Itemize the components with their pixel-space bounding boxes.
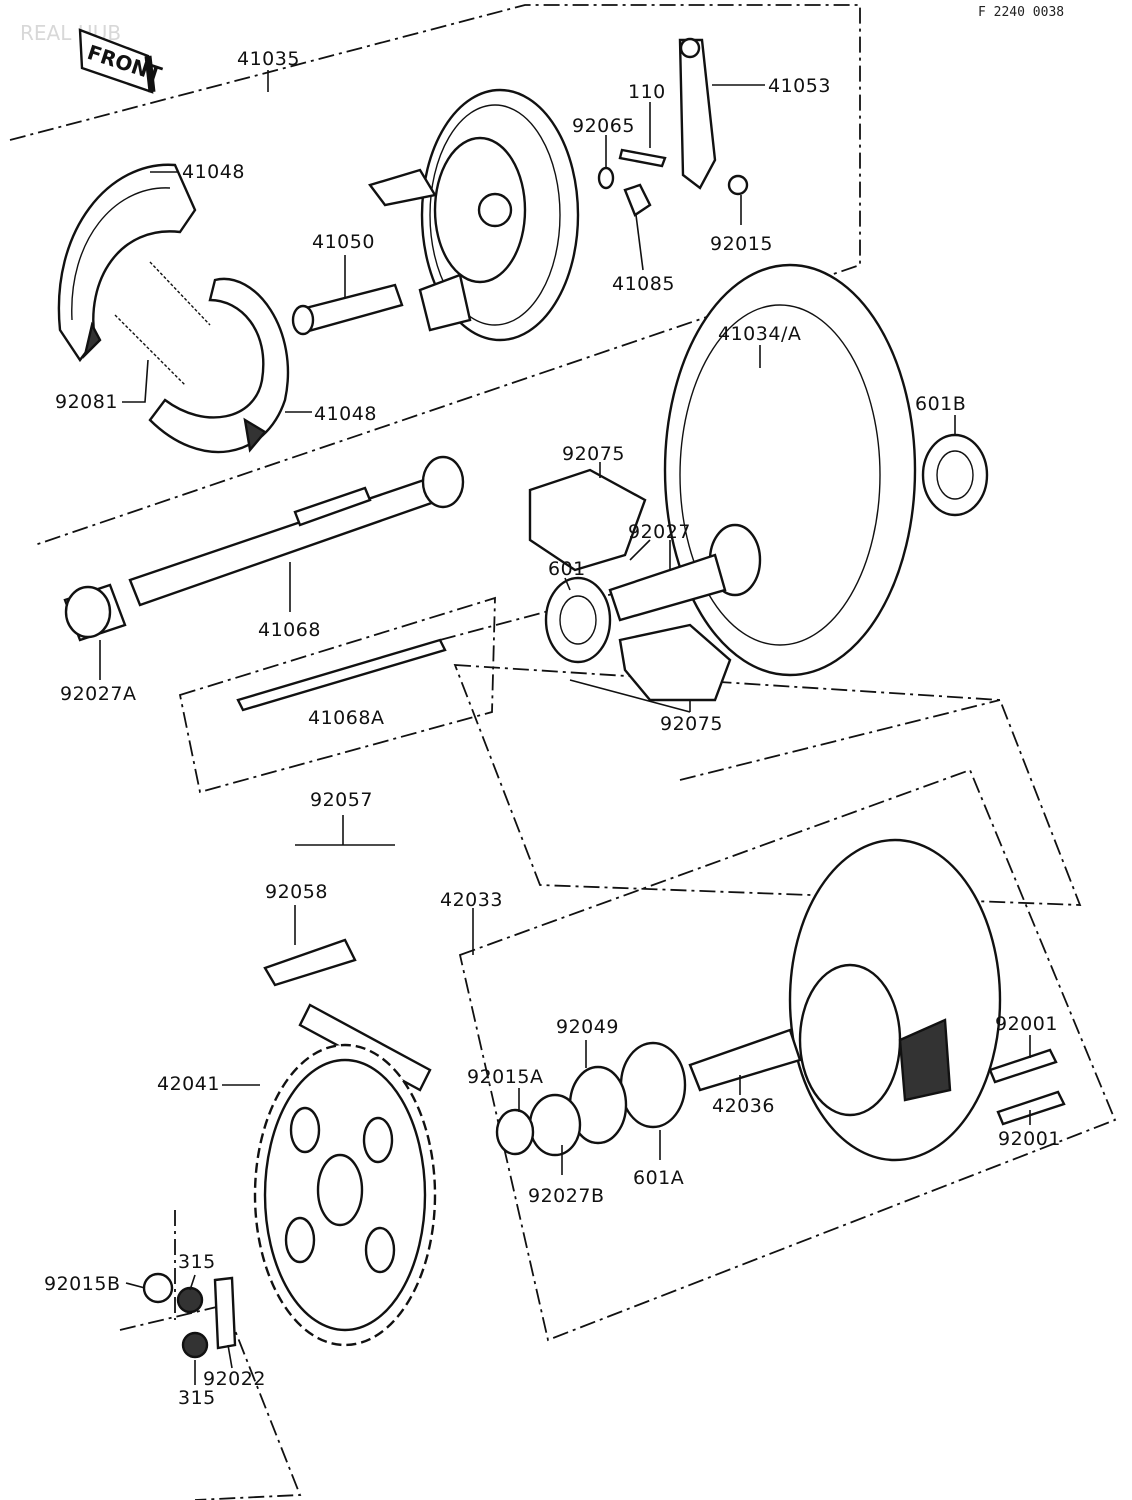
- rear-sprocket: [253, 1043, 437, 1347]
- nut-group-boundary: [119, 1303, 302, 1500]
- brake-springs: [114, 261, 211, 386]
- label-42041: 42041: [157, 1073, 220, 1095]
- coupling-bolts: [988, 1048, 1066, 1126]
- label-92058: 92058: [265, 881, 328, 903]
- label-92075-bottom: 92075: [660, 713, 723, 735]
- label-92015b: 92015B: [44, 1273, 120, 1295]
- brake-shoe-upper: [57, 163, 197, 363]
- label-41034-a: 41034/A: [718, 323, 801, 345]
- brake-lever: [678, 37, 717, 190]
- label-92075-top: 92075: [562, 443, 625, 465]
- hub-bearing-right: [921, 433, 989, 517]
- brake-panel-boundary: [9, 4, 861, 546]
- label-41048-bottom: 41048: [314, 403, 377, 425]
- coupling-bearings: [495, 1041, 687, 1157]
- drawing-code: F 2240 0038: [978, 5, 1064, 20]
- part-labels: 41035 41048 41050 92081 41048 110 41053 …: [44, 48, 1061, 1409]
- label-41050: 41050: [312, 231, 375, 253]
- label-92022: 92022: [203, 1368, 266, 1390]
- label-41068a: 41068A: [308, 707, 384, 729]
- label-42036: 42036: [712, 1095, 775, 1117]
- bearing-601: [544, 576, 612, 664]
- label-92049: 92049: [556, 1016, 619, 1038]
- brake-cam: [291, 283, 404, 336]
- coupling-collar: [688, 1028, 802, 1092]
- axle-option-boundary: [178, 596, 496, 794]
- label-92001-bottom: 92001: [998, 1128, 1061, 1150]
- label-92001-top: 92001: [995, 1013, 1058, 1035]
- hub-option-boundary: [453, 664, 1082, 906]
- label-42033: 42033: [440, 889, 503, 911]
- label-41068: 41068: [258, 619, 321, 641]
- leader-lines: [99, 70, 1031, 1385]
- sprocket-nuts: [142, 1272, 237, 1359]
- label-92027: 92027: [628, 521, 691, 543]
- rear-axle: [128, 455, 465, 607]
- damper-rubbers: [528, 468, 732, 702]
- label-41085: 41085: [612, 273, 675, 295]
- lever-bolt: [618, 148, 667, 168]
- label-92015a: 92015A: [467, 1066, 543, 1088]
- label-601: 601: [548, 558, 586, 580]
- brake-shoe-lower: [148, 277, 290, 454]
- label-92015: 92015: [710, 233, 773, 255]
- coupling-boundary: [458, 768, 1117, 1342]
- brake-panel: [368, 88, 580, 342]
- label-601b: 601B: [915, 393, 966, 415]
- label-41035: 41035: [237, 48, 300, 70]
- short-axle: [236, 638, 447, 712]
- label-92027a: 92027A: [60, 683, 136, 705]
- label-92065: 92065: [572, 115, 635, 137]
- label-41048-top: 41048: [182, 161, 245, 183]
- label-41053: 41053: [768, 75, 831, 97]
- label-92027b: 92027B: [528, 1185, 604, 1207]
- group-boundaries: [9, 4, 1117, 1500]
- hub-link-line: [679, 699, 1001, 781]
- label-315-top: 315: [178, 1251, 216, 1273]
- label-92081: 92081: [55, 391, 118, 413]
- rear-hub: [608, 263, 917, 677]
- sprocket-coupling: [788, 838, 1002, 1162]
- label-601a: 601A: [633, 1167, 684, 1189]
- label-110: 110: [628, 81, 666, 103]
- label-315-bottom: 315: [178, 1387, 216, 1409]
- front-marker: FRONT: [78, 28, 165, 94]
- washers: [597, 166, 749, 217]
- axle-spacer: [63, 583, 127, 642]
- label-92057: 92057: [310, 789, 373, 811]
